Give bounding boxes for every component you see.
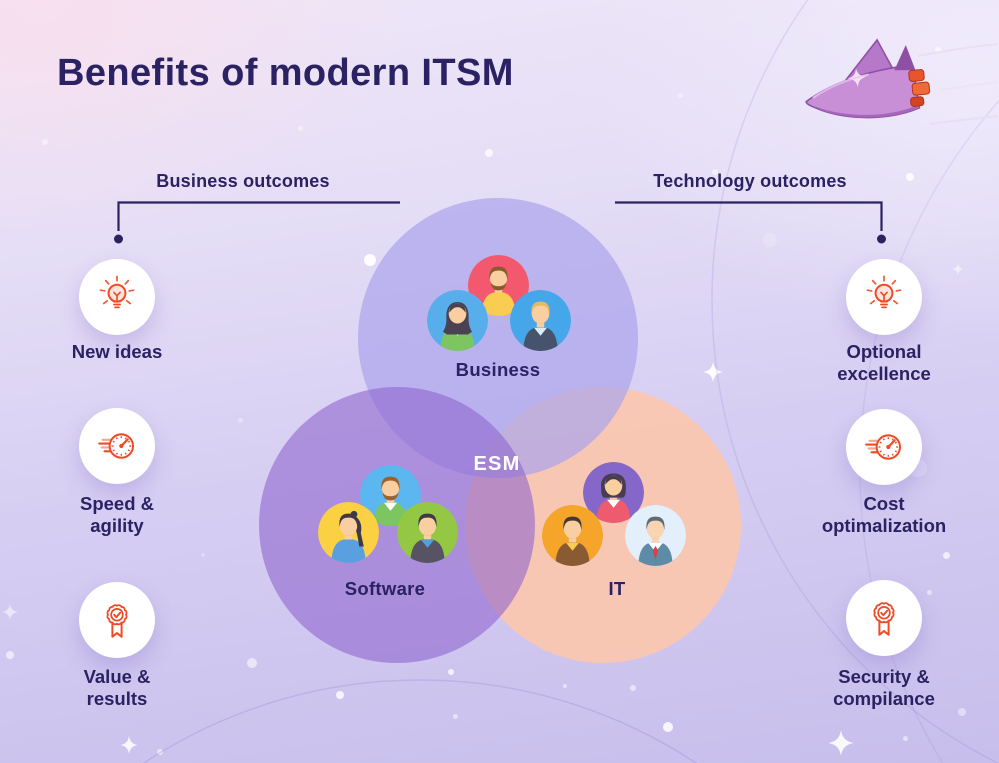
venn-label-it: IT bbox=[608, 578, 626, 599]
decor-dot bbox=[157, 749, 163, 755]
benefit-label-security-compilance: Security & compilance bbox=[833, 666, 935, 709]
decor-dot bbox=[630, 685, 636, 691]
benefit-icon-circle-optional-excellence bbox=[846, 259, 922, 335]
decor-dot bbox=[237, 417, 243, 423]
benefit-icon-circle-new-ideas bbox=[79, 259, 155, 335]
rocket-trails bbox=[917, 43, 999, 125]
benefit-label-cost-optimalization: Cost optimalization bbox=[821, 493, 947, 536]
page-title: Benefits of modern ITSM bbox=[57, 52, 514, 94]
benefit-label-optional-excellence: Optional excellence bbox=[837, 341, 931, 384]
benefit-icon-circle-value-results bbox=[79, 582, 155, 658]
decor-dot bbox=[201, 553, 205, 557]
venn-label-software: Software bbox=[344, 578, 426, 599]
decor-dot bbox=[336, 691, 344, 699]
left-column-header: Business outcomes bbox=[156, 171, 330, 191]
rocket-illustration bbox=[798, 26, 999, 138]
venn-label-business: Business bbox=[455, 359, 541, 380]
benefit-label-value-results: Value & results bbox=[83, 666, 151, 709]
decor-dot bbox=[42, 139, 48, 145]
venn-circle-software bbox=[259, 387, 535, 663]
shuttle-belly-shade bbox=[815, 105, 920, 118]
sparkle-star-icon bbox=[703, 362, 723, 387]
decor-dot bbox=[364, 254, 376, 266]
medal-icon bbox=[861, 595, 907, 641]
lightbulb-icon bbox=[94, 274, 140, 320]
decor-dot bbox=[677, 92, 683, 98]
bracket-technology-outcomes bbox=[615, 201, 883, 231]
shuttle-tail-fin bbox=[894, 44, 916, 71]
decor-dot bbox=[485, 149, 493, 157]
sparkle-star-icon bbox=[828, 730, 854, 761]
esm-label: ESM bbox=[473, 453, 521, 475]
decor-dot bbox=[942, 551, 950, 559]
decor-dot bbox=[452, 713, 458, 719]
decor-dot bbox=[297, 125, 303, 131]
lightbulb-icon bbox=[861, 274, 907, 320]
right-column-header: Technology outcomes bbox=[653, 171, 847, 191]
decor-dot bbox=[563, 684, 567, 688]
sparkle-star-icon bbox=[952, 262, 964, 280]
benefit-icon-circle-cost-optimalization bbox=[846, 409, 922, 485]
sparkle-star-icon bbox=[120, 736, 138, 759]
decor-dot bbox=[763, 233, 777, 247]
decor-dot bbox=[902, 735, 908, 741]
benefit-label-speed-agility: Speed & agility bbox=[79, 493, 155, 536]
bracket-business-outcomes bbox=[117, 201, 400, 231]
benefit-icon-circle-speed-agility bbox=[79, 408, 155, 484]
decor-dot bbox=[448, 669, 454, 675]
decor-dot bbox=[663, 722, 673, 732]
bracket-dot-left bbox=[114, 234, 123, 244]
bracket-dot-right bbox=[877, 234, 886, 244]
medal-icon bbox=[94, 597, 140, 643]
decor-dot bbox=[6, 651, 14, 659]
speedometer-icon bbox=[94, 423, 140, 469]
shuttle-highlight bbox=[812, 73, 869, 99]
sparkle-star-icon bbox=[2, 604, 18, 625]
decor-dot bbox=[247, 658, 257, 668]
decor-dot bbox=[926, 589, 932, 595]
speedometer-icon bbox=[861, 424, 907, 470]
shuttle-engines bbox=[908, 69, 931, 107]
benefit-label-new-ideas: New ideas bbox=[71, 341, 163, 362]
benefit-icon-circle-security-compilance bbox=[846, 580, 922, 656]
